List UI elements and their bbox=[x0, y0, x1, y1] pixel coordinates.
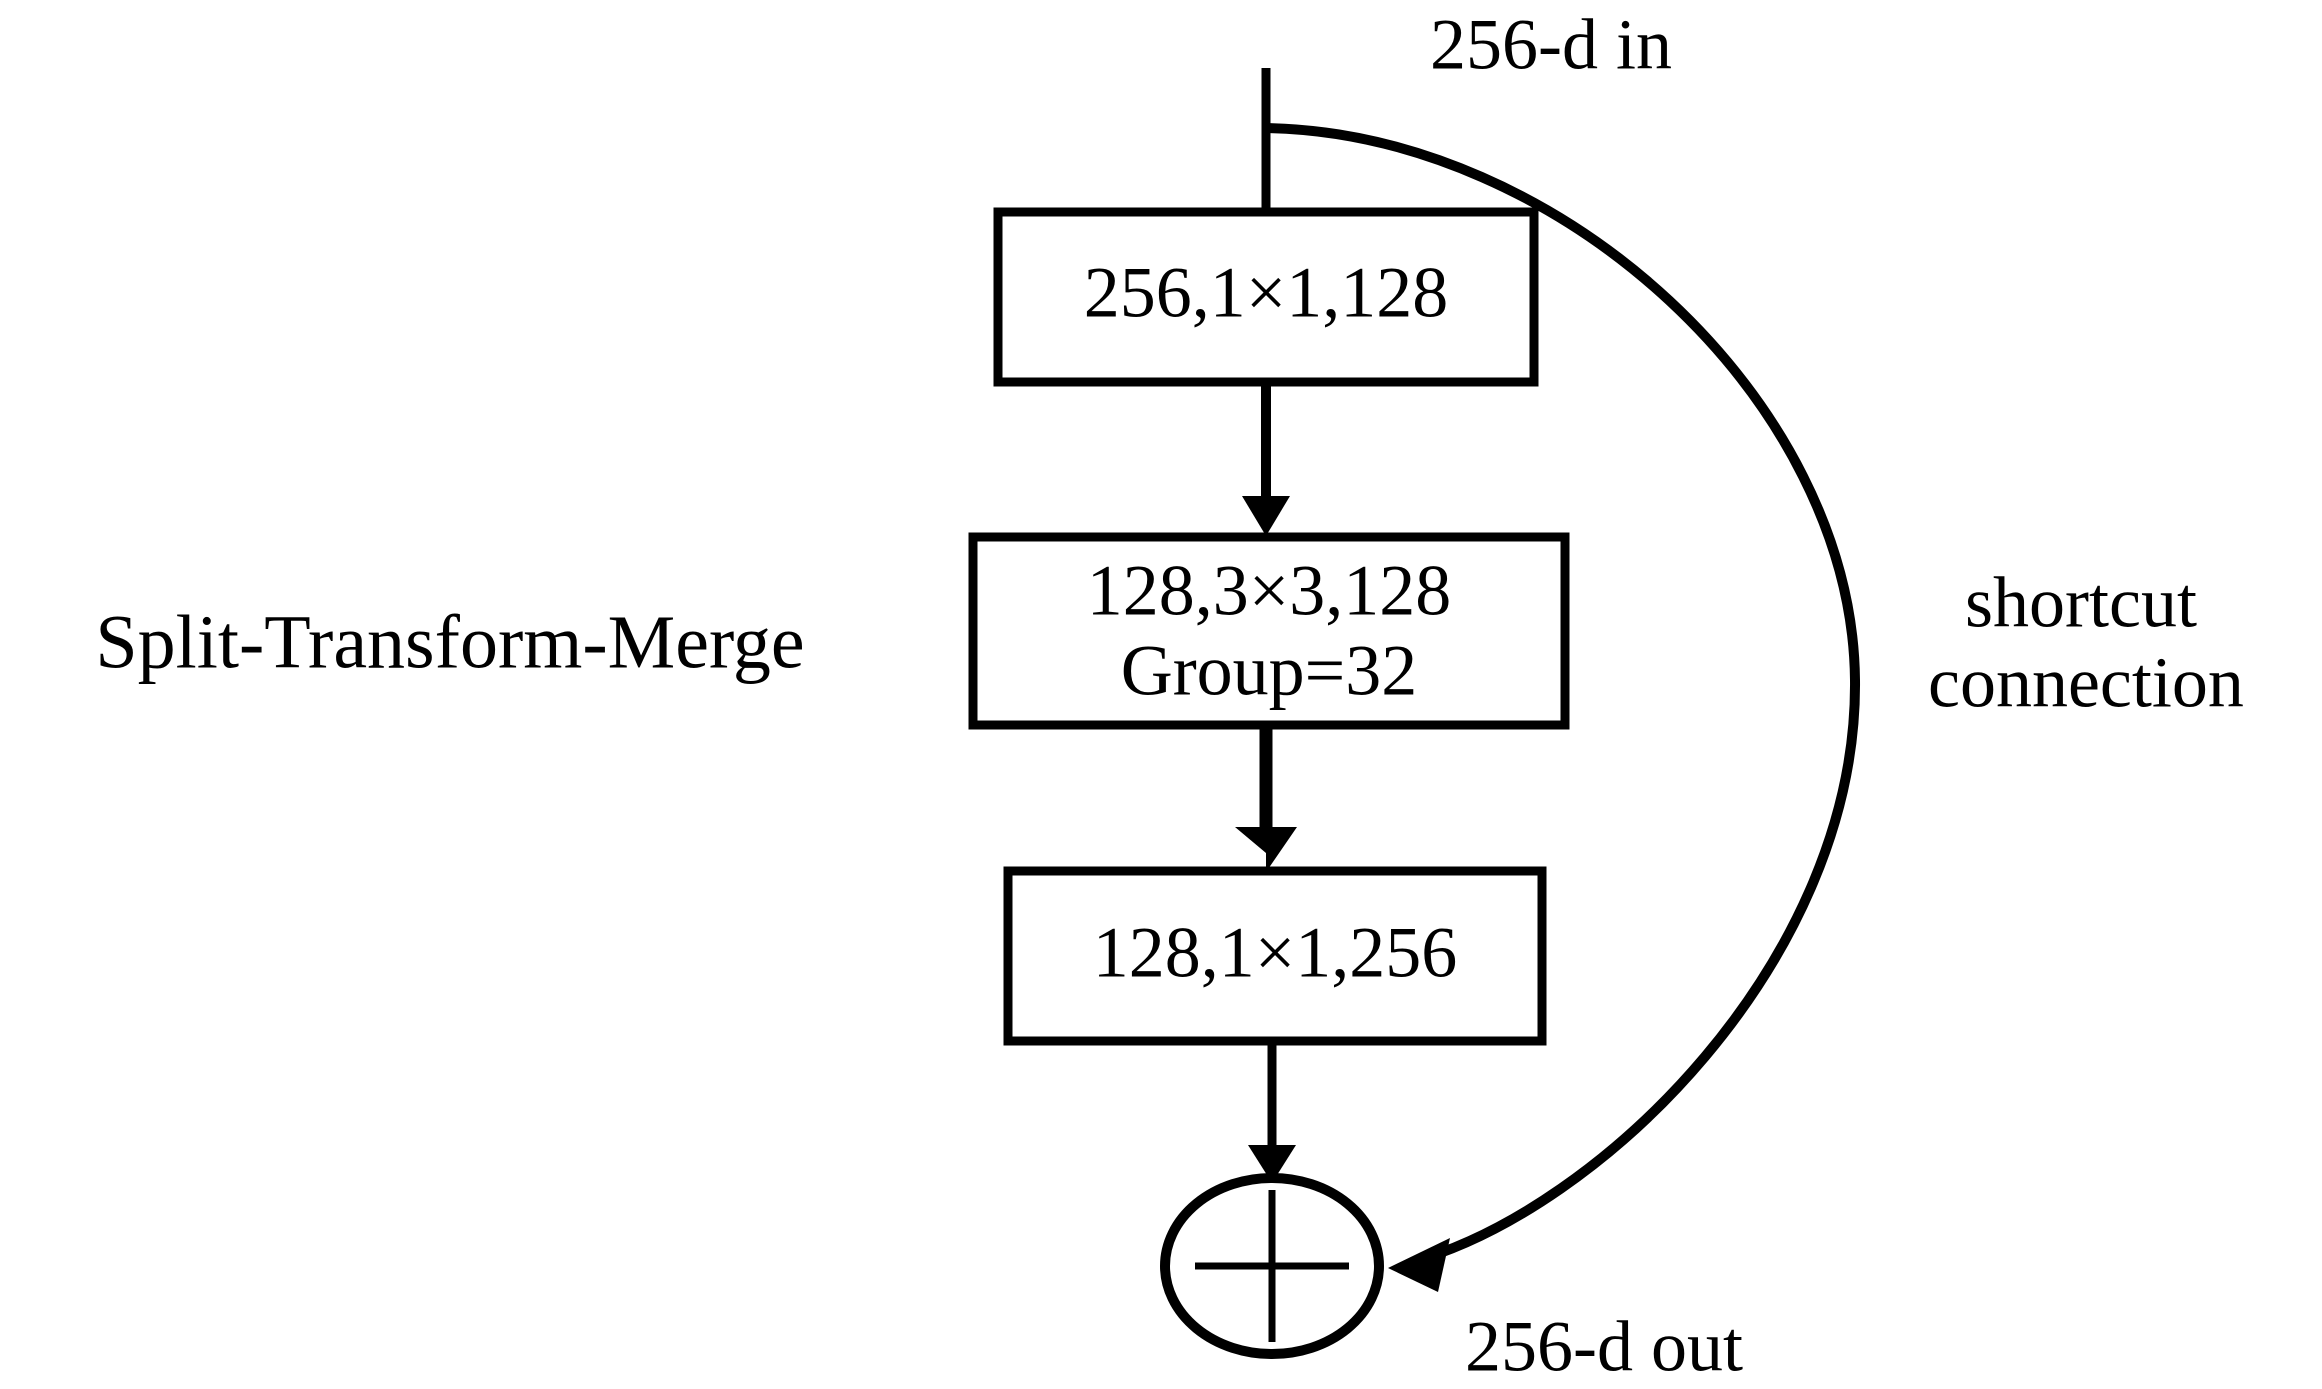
arrow-2-head bbox=[1235, 827, 1297, 872]
shortcut-label-line2: connection bbox=[1928, 643, 2244, 723]
conv-block-2-rect bbox=[968, 532, 1570, 730]
conv-block-3-rect bbox=[1003, 866, 1547, 1046]
conv-block-2: 128,3×3,128 Group=32 bbox=[968, 532, 1570, 730]
conv-block-1: 256,1×1,128 bbox=[993, 207, 1539, 387]
arrow-1-head bbox=[1242, 496, 1290, 536]
conv-block-2-label-line1: 128,3×3,128 bbox=[1087, 551, 1452, 631]
conv-block-3: 128,1×1,256 bbox=[1003, 866, 1547, 1046]
merge-add-node bbox=[1160, 1173, 1384, 1359]
arrow-block3-to-merge bbox=[1248, 1041, 1296, 1183]
input-dimension-label: 256-d in bbox=[1430, 5, 1672, 85]
conv-block-3-label: 128,1×1,256 bbox=[1093, 913, 1458, 993]
shortcut-curve bbox=[1265, 123, 1861, 1267]
split-transform-merge-label: Split-Transform-Merge bbox=[95, 600, 804, 684]
arrow-block1-to-block2 bbox=[1242, 382, 1290, 536]
output-dimension-label: 256-d out bbox=[1465, 1307, 1743, 1387]
shortcut-connection-path bbox=[1265, 123, 1861, 1292]
conv-block-1-label: 256,1×1,128 bbox=[1084, 253, 1449, 333]
shortcut-arrow-head bbox=[1388, 1238, 1450, 1292]
arrow-block2-to-block3 bbox=[1235, 725, 1297, 872]
shortcut-label-line1: shortcut bbox=[1965, 563, 2197, 643]
shortcut-label-group: shortcut connection bbox=[1928, 563, 2244, 723]
conv-block-2-label-line2: Group=32 bbox=[1121, 631, 1418, 711]
arrow-3-head bbox=[1248, 1145, 1296, 1183]
